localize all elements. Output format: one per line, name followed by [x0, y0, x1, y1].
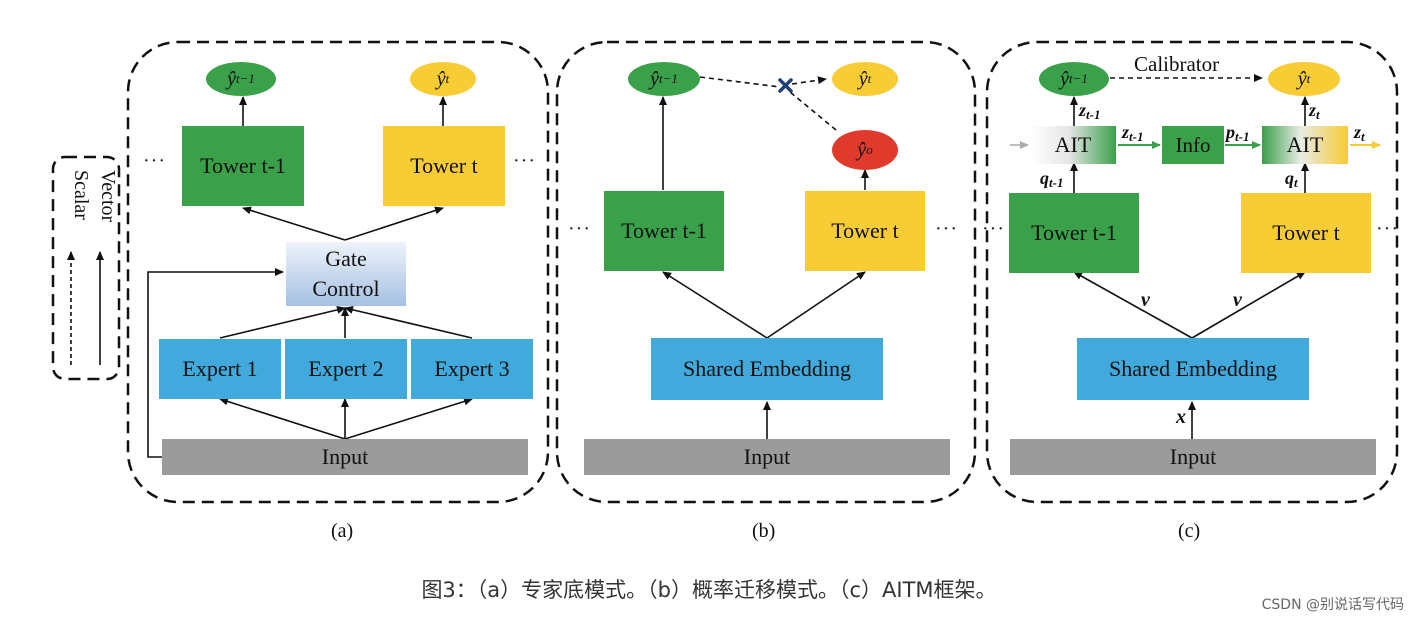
input-b: Input: [584, 439, 950, 475]
calibrator-label: Calibrator: [1134, 52, 1220, 76]
z-prev-label-mid: zt-1: [1122, 122, 1143, 145]
symbol: z: [1309, 100, 1317, 120]
csdn-credit: CSDN @别说话写代码: [1261, 597, 1404, 613]
ellipsis-right-b: ···: [935, 218, 958, 240]
shared-embedding-b: Shared Embedding: [651, 338, 883, 400]
expert-2: Expert 2: [285, 339, 407, 399]
ellipsis-right-a: ···: [513, 150, 536, 172]
output-symbol: ŷ: [858, 67, 868, 90]
multiply-icon: [778, 78, 793, 93]
output-subscript: t−1: [659, 71, 678, 86]
symbol: p: [1226, 122, 1235, 142]
shared-embedding-c: Shared Embedding: [1077, 338, 1309, 400]
subscript: t: [1361, 129, 1365, 144]
tower-cur-c: Tower t: [1241, 193, 1371, 273]
input-a: Input: [162, 439, 528, 475]
legend-frame: [51, 155, 121, 381]
expert-1: Expert 1: [159, 339, 281, 399]
panel-b-label: (b): [752, 520, 776, 542]
subscript: t-1: [1049, 175, 1064, 190]
subscript: t-1: [1129, 129, 1144, 144]
v-label-left: v: [1141, 289, 1150, 311]
panel-c-frame: [985, 40, 1399, 504]
ellipsis-left-a: ···: [143, 150, 166, 172]
symbol: q: [1040, 168, 1049, 188]
output-subscript: t: [445, 71, 450, 86]
subscript: t-1: [1086, 107, 1101, 122]
gate-line1: Gate: [325, 246, 367, 271]
output-subscript: o: [866, 142, 873, 157]
q-cur-label: qt: [1285, 168, 1298, 191]
info-box: Info: [1162, 126, 1224, 164]
gate-line2: Control: [312, 276, 380, 301]
subscript: t: [1294, 175, 1298, 190]
tower-prev-c: Tower t-1: [1009, 193, 1139, 273]
tower-cur-b: Tower t: [805, 191, 925, 271]
output-symbol: ŷ: [857, 138, 867, 161]
panel-a-frame: [126, 40, 550, 504]
panel-b-frame: [555, 40, 977, 504]
symbol: z: [1354, 122, 1362, 142]
ait-cur: AIT: [1262, 126, 1348, 164]
output-symbol: ŷ: [227, 67, 236, 90]
legend-scalar-label: Scalar: [70, 170, 92, 220]
output-symbol: ŷ: [1060, 67, 1069, 90]
tower-prev-b: Tower t-1: [604, 191, 724, 271]
output-symbol: ŷ: [1297, 67, 1307, 90]
v-label-right: v: [1233, 289, 1242, 311]
output-subscript: t−1: [1069, 71, 1088, 86]
z-cur-label-mid: zt: [1354, 122, 1365, 145]
legend-vector-label: Vector: [97, 170, 119, 223]
gate-control: Gate Control: [286, 242, 406, 306]
panel-c-label: (c): [1178, 520, 1201, 542]
symbol: z: [1122, 122, 1130, 142]
x-label: x: [1176, 406, 1186, 428]
z-cur-label-top: zt: [1309, 100, 1320, 123]
figure-caption: 图3：（a）专家底模式。（b）概率迁移模式。（c）AITM框架。: [421, 578, 997, 602]
q-prev-label: qt-1: [1040, 168, 1063, 191]
ellipsis-right-c: ···: [1376, 218, 1399, 240]
output-subscript: t: [867, 71, 872, 86]
symbol: q: [1285, 168, 1294, 188]
panel-a-label: (a): [331, 520, 354, 542]
subscript: t: [1316, 107, 1320, 122]
output-symbol: ŷ: [436, 67, 446, 90]
ellipsis-left-b: ···: [568, 218, 591, 240]
p-prev-label: pt-1: [1226, 122, 1249, 145]
z-prev-label-top: zt-1: [1079, 100, 1100, 123]
output-symbol: ŷ: [650, 67, 659, 90]
ait-prev: AIT: [1030, 126, 1116, 164]
symbol: z: [1079, 100, 1087, 120]
subscript: t-1: [1235, 129, 1250, 144]
output-subscript: t: [1306, 71, 1311, 86]
input-c: Input: [1010, 439, 1376, 475]
tower-cur-a: Tower t: [383, 126, 505, 206]
output-subscript: t−1: [236, 71, 255, 86]
expert-3: Expert 3: [411, 339, 533, 399]
tower-prev-a: Tower t-1: [182, 126, 304, 206]
ellipsis-left-c: ···: [982, 218, 1005, 240]
